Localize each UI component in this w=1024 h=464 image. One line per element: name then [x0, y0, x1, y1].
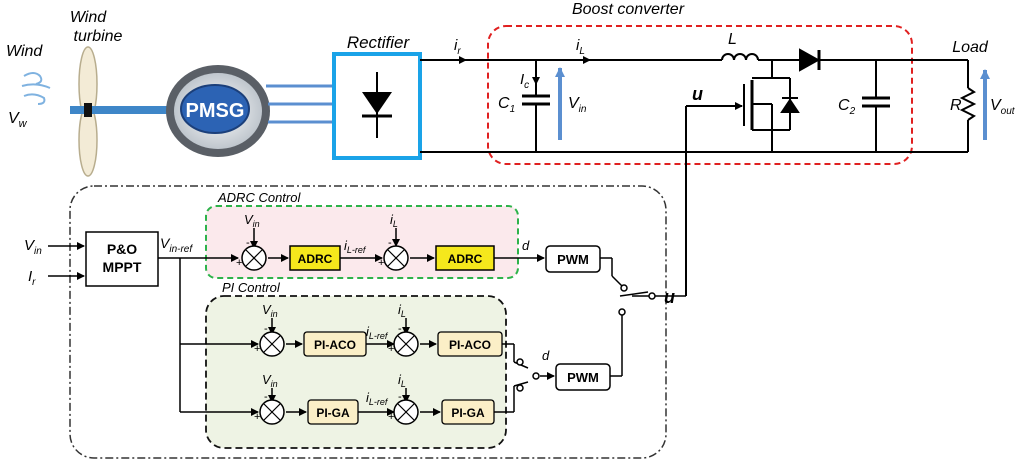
pwm-block-pi [555, 363, 611, 391]
svg-text:-: - [398, 323, 402, 335]
wind-turbine: Wind turbine [70, 9, 170, 177]
control-frame [69, 185, 667, 459]
adrc-vin-label: Vin [244, 212, 260, 229]
vin-label: Vin [568, 95, 587, 115]
vout-label: Vout [990, 97, 1016, 117]
po-mppt-label-2: MPPT [103, 259, 142, 275]
c2-label: C2 [838, 97, 856, 117]
pi-aco-vin-label: Vin [262, 302, 278, 319]
mosfet-switch [712, 60, 800, 152]
svg-text:-: - [388, 237, 392, 249]
svg-text:-: - [398, 391, 402, 403]
svg-text:-: - [246, 237, 250, 249]
pi-ga-block-1-label: PI-GA [316, 406, 350, 420]
boost-converter-label: Boost converter [572, 1, 685, 18]
pi-ga-vin-label: Vin [262, 372, 278, 389]
u-gate-label: u [692, 84, 703, 104]
wind-turbine-label-1: Wind [70, 9, 107, 26]
svg-text:+: + [388, 343, 394, 355]
svg-text:+: + [254, 411, 260, 423]
pi-control-label: PI Control [222, 280, 281, 295]
pi-control-region [205, 295, 507, 449]
adrc-block-1 [289, 245, 341, 271]
pi-ga-block-2-label: PI-GA [451, 406, 485, 420]
rectifier-label: Rectifier [347, 33, 411, 52]
pi-aco-block-2 [437, 331, 503, 357]
boost-converter-frame [487, 25, 913, 165]
pwm-block-adrc [545, 245, 601, 273]
ir-label: ir [454, 37, 461, 57]
ic-label: Ic [520, 71, 529, 91]
svg-text:-: - [264, 391, 268, 403]
pi-ga-block-1 [307, 399, 359, 425]
pi-aco-block-1 [303, 331, 367, 357]
wind-speed-label: Vw [8, 110, 28, 130]
rectifier-diode-icon [362, 92, 392, 114]
wind-label: Wind [6, 43, 43, 60]
boost-diode-icon [799, 48, 821, 72]
adrc-d-label: d [522, 238, 530, 253]
svg-text:+: + [254, 343, 260, 355]
mppt-ir-label: Ir [28, 268, 36, 288]
pmsg-generator: PMSG [166, 65, 332, 157]
pi-ga-ilref-label: iL-ref [366, 390, 389, 407]
vin-ref-label: Vin-ref [160, 235, 193, 255]
load-resistor [959, 87, 977, 121]
wind-turbine-label-2: turbine [74, 28, 123, 45]
turbine-shaft [70, 106, 170, 114]
boost-converter [420, 25, 977, 296]
pwm-block-pi-label: PWM [567, 370, 599, 385]
pi-ga-il-label: iL [398, 372, 406, 389]
adrc-ilref-label: iL-ref [344, 238, 367, 255]
pi-d-label: d [542, 348, 550, 363]
adrc-il-label: iL [390, 212, 398, 229]
switch-contact-pi [618, 308, 626, 316]
u-output-label: u [664, 287, 675, 307]
svg-text:-: - [264, 323, 268, 335]
pmsg-core [180, 84, 250, 134]
svg-text:+: + [388, 411, 394, 423]
adrc-block-2-label: ADRC [448, 252, 483, 266]
inductor [721, 53, 759, 61]
wind-icon [21, 72, 51, 105]
switch-contact-adrc [620, 284, 628, 292]
pi-aco-block-1-label: PI-ACO [314, 338, 356, 352]
po-mppt-block [85, 231, 159, 287]
adrc-block-2 [435, 245, 495, 271]
pwm-block-adrc-label: PWM [557, 252, 589, 267]
pi-ga-block-2 [441, 399, 495, 425]
inductor-label: L [728, 31, 737, 48]
adrc-control-label: ADRC Control [217, 190, 301, 205]
body-diode-icon [780, 98, 800, 113]
wind-source: Wind Vw [6, 43, 51, 130]
pi-aco-block-2-label: PI-ACO [449, 338, 491, 352]
c1-label: C1 [498, 95, 515, 115]
r-label: R [950, 97, 962, 114]
pi-aco-ilref-label: iL-ref [366, 324, 389, 341]
il-label: iL [576, 37, 585, 57]
pi-aco-il-label: iL [398, 302, 406, 319]
svg-text:+: + [378, 257, 384, 269]
load-label: Load [952, 39, 989, 56]
pmsg-output-lines [266, 84, 332, 124]
pmsg-label: PMSG [186, 100, 245, 122]
turbine-hub [84, 103, 92, 117]
svg-text:+: + [236, 257, 242, 269]
rectifier: Rectifier [332, 33, 422, 160]
switch-common [648, 292, 656, 300]
po-mppt-label-1: P&O [107, 241, 137, 257]
adrc-block-1-label: ADRC [298, 252, 333, 266]
mppt-vin-label: Vin [24, 237, 42, 257]
